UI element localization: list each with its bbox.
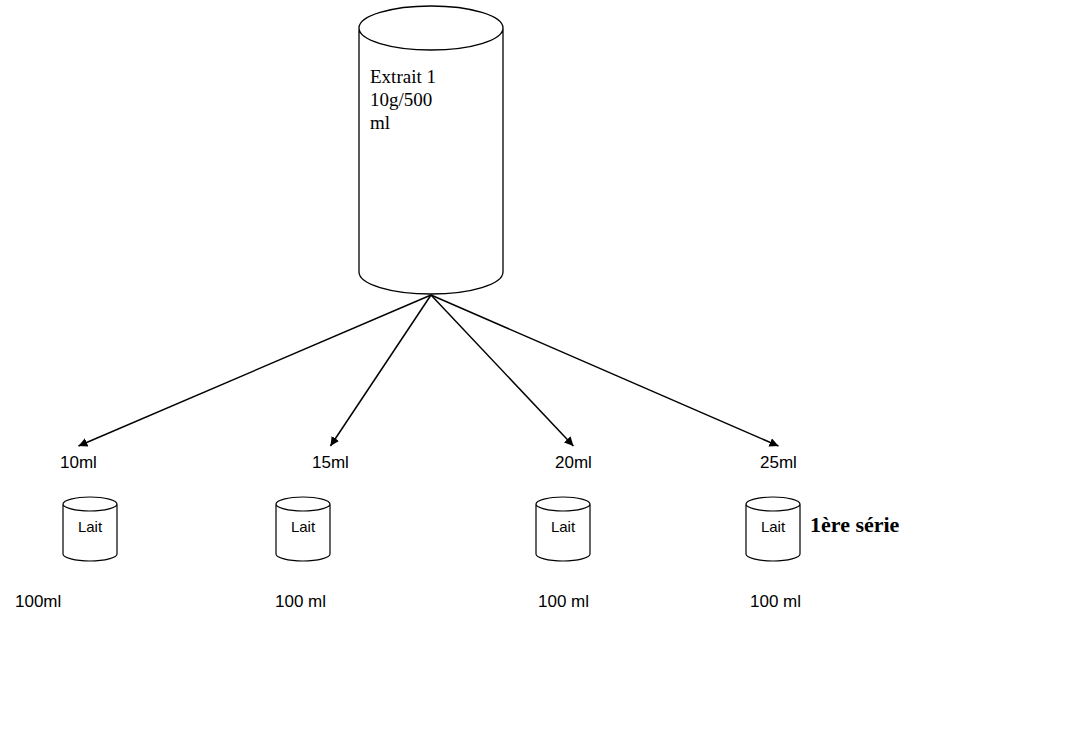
arrow-connector	[431, 295, 778, 446]
series-title: 1ère série	[810, 512, 899, 538]
milk-cylinder: 10mlLait	[55, 452, 119, 562]
milk-cylinder: 20mlLait	[528, 452, 604, 562]
milk-container: Lait	[275, 496, 331, 562]
milk-container: Lait	[745, 496, 801, 562]
milk-container: Lait	[62, 496, 118, 562]
volume-label: 10ml	[60, 452, 97, 474]
volume-label: 100 ml	[275, 592, 326, 612]
volume-label: 100 ml	[538, 592, 589, 612]
milk-label: Lait	[62, 518, 118, 535]
milk-container: Lait	[535, 496, 591, 562]
volume-label: 25ml	[760, 452, 797, 474]
arrow-connector	[78, 295, 431, 446]
volume-label: 100 ml	[750, 592, 801, 612]
milk-label: Lait	[745, 518, 801, 535]
milk-cylinder: 15mlLait	[268, 452, 362, 562]
extract-label: Extrait 1 10g/500 ml	[358, 5, 450, 134]
milk-label: Lait	[535, 518, 591, 535]
cylinder-outline	[358, 5, 504, 295]
extract-cylinder: Extrait 1 10g/500 ml	[358, 5, 504, 295]
volume-label: 100ml	[15, 592, 61, 612]
arrow-connector	[330, 295, 431, 446]
milk-label: Lait	[275, 518, 331, 535]
arrow-connector	[431, 295, 573, 446]
milk-cylinder: 25mlLait	[738, 452, 806, 562]
volume-label: 15ml	[312, 452, 349, 474]
volume-label: 20ml	[555, 452, 592, 474]
